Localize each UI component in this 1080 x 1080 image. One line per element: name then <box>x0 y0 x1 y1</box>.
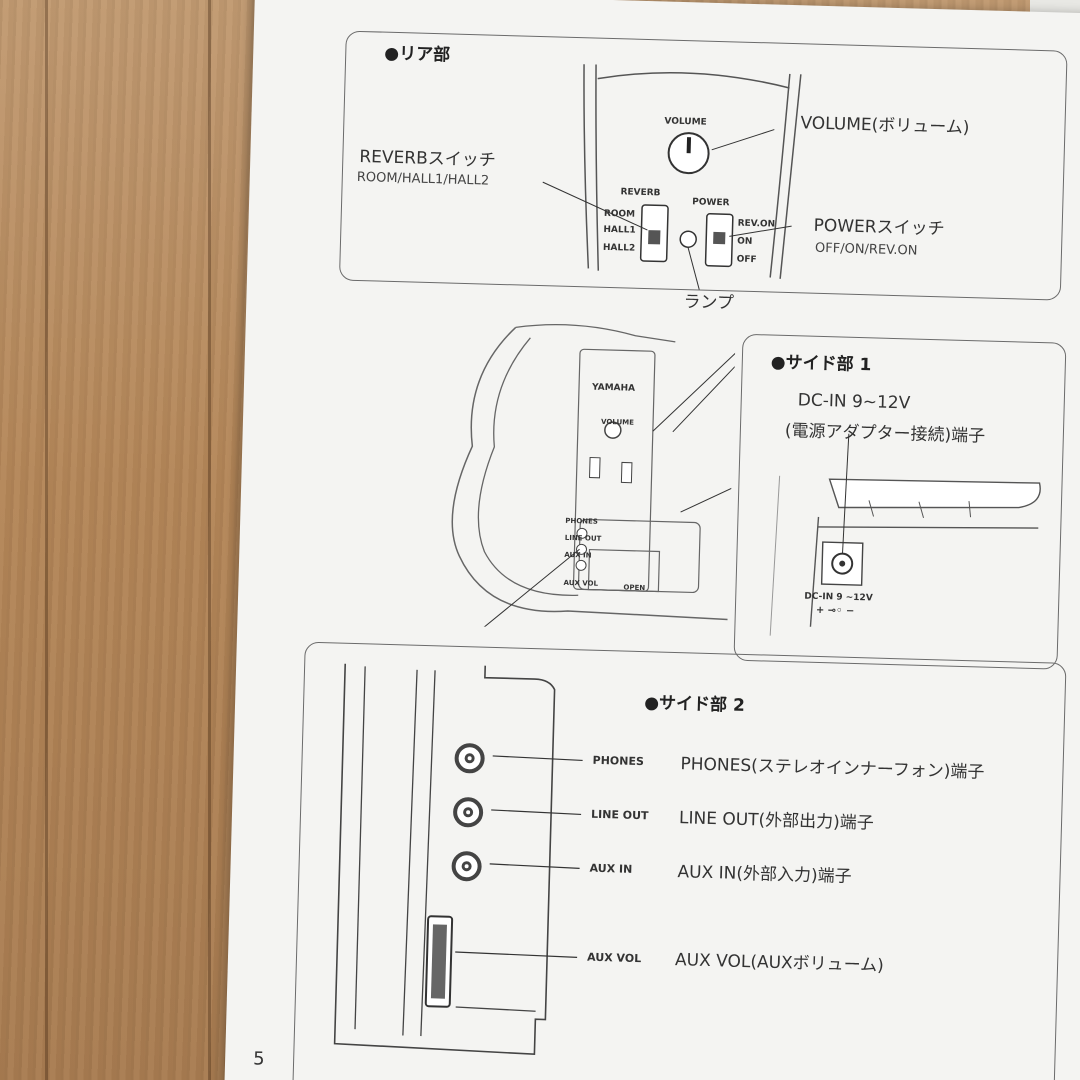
body-aux-vol: AUX VOL <box>563 578 599 588</box>
floor-seam <box>208 0 211 1080</box>
body-volume: VOLUME <box>600 417 635 427</box>
auxin-description: AUX IN(外部入力)端子 <box>677 862 852 887</box>
rear-panel-drawing <box>340 32 1067 300</box>
dcin-panel-label: DC-IN 9 ~12V <box>804 591 873 604</box>
instrument-body-diagram <box>427 295 736 633</box>
floor-seam <box>45 0 48 1080</box>
reverb-room: ROOM <box>603 208 636 220</box>
rear-panel-box: ●リア部 VOLUME VOLUME(ボリューム) <box>338 30 1068 313</box>
volume-callout: VOLUME(ボリューム) <box>800 113 970 138</box>
reverb-callout: REVERBスイッチ <box>359 146 497 171</box>
body-line-out: LINE OUT <box>564 533 602 543</box>
reverb-hall1: HALL1 <box>603 224 636 236</box>
lineout-label: LINE OUT <box>590 807 649 823</box>
power-on: ON <box>737 236 753 247</box>
page-number: 5 <box>252 1048 265 1070</box>
side2-section-title: ●サイド部 2 <box>643 693 746 716</box>
auxvol-label: AUX VOL <box>586 950 642 966</box>
rear-volume-label: VOLUME <box>664 116 707 128</box>
side2-panel-box: ●サイド部 2 PHONES PHONES(ステレオインナーフォン)端子 LIN… <box>291 641 1067 1080</box>
power-callout: POWERスイッチ <box>813 215 945 240</box>
reverb-hall2: HALL2 <box>602 242 636 254</box>
power-rev-on: REV.ON <box>737 218 776 230</box>
phones-label: PHONES <box>592 753 645 769</box>
side1-panel-box: ●サイド部 1 DC-IN 9~12V (電源アダプター接続)端子 DC-IN … <box>733 333 1067 670</box>
power-panel-label: POWER <box>692 197 730 209</box>
dcin-polarity: + ⊸◦ − <box>815 604 855 617</box>
manual-page: ●リア部 VOLUME VOLUME(ボリューム) <box>224 0 1080 1080</box>
power-off: OFF <box>736 254 757 266</box>
body-brand: YAMAHA <box>591 382 636 394</box>
side2-drawing <box>293 643 1066 1080</box>
body-aux-in: AUX IN <box>564 550 592 560</box>
auxin-label: AUX IN <box>589 861 633 876</box>
body-phones: PHONES <box>565 516 599 526</box>
body-open: OPEN <box>623 583 646 593</box>
side1-drawing <box>734 335 1065 669</box>
power-options: OFF/ON/REV.ON <box>814 240 918 259</box>
reverb-panel-label: REVERB <box>620 187 661 199</box>
